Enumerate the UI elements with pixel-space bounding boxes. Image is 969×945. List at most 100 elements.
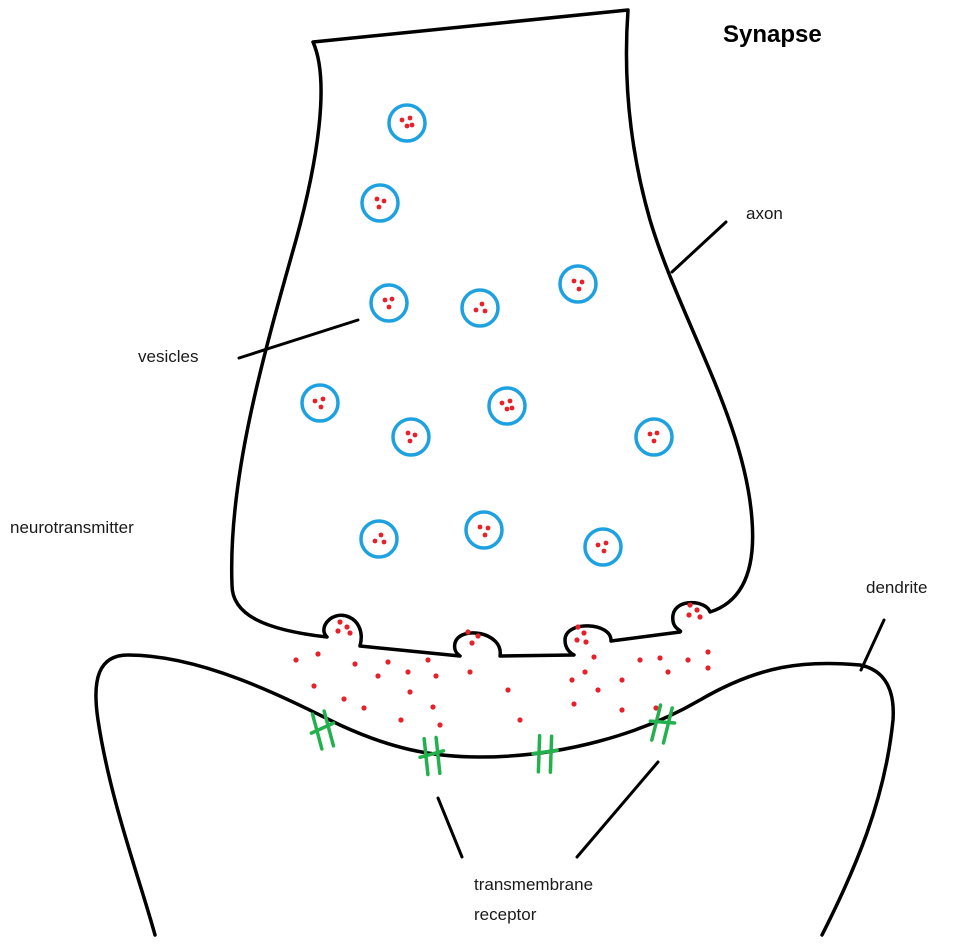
neurotransmitter-dot: [390, 297, 395, 302]
neurotransmitter-dot: [655, 431, 660, 436]
neurotransmitter-dot: [574, 637, 579, 642]
neurotransmitter-dot: [595, 687, 600, 692]
neurotransmitter-dot: [469, 640, 474, 645]
vesicle-membrane: [393, 419, 429, 455]
neurotransmitter-dot: [410, 123, 415, 128]
neurotransmitter-dot: [406, 431, 411, 436]
neurotransmitter-dot: [577, 287, 582, 292]
receptor-bar: [436, 737, 440, 773]
neurotransmitter-dot: [583, 639, 588, 644]
neurotransmitter-dot: [517, 717, 522, 722]
neurotransmitter-dot: [582, 669, 587, 674]
neurotransmitter-dot: [697, 614, 702, 619]
vesicle: [466, 512, 502, 548]
neurotransmitter-dot: [648, 432, 653, 437]
neurotransmitter-dot: [430, 704, 435, 709]
neurotransmitter-dot: [694, 607, 699, 612]
neurotransmitter-dot: [687, 602, 692, 607]
neurotransmitter-dot: [375, 673, 380, 678]
vesicle-membrane: [302, 385, 338, 421]
vesicle: [489, 388, 525, 424]
vesicle-membrane: [560, 266, 596, 302]
neurotransmitter-dot: [437, 722, 442, 727]
axon-label: axon: [746, 204, 783, 223]
neurotransmitter-dot: [377, 205, 382, 210]
neurotransmitter-dot: [480, 302, 485, 307]
receptor-bar: [550, 736, 551, 772]
neurotransmitter-dot: [475, 633, 480, 638]
vesicle: [462, 290, 498, 326]
neurotransmitter-dot: [604, 541, 609, 546]
neurotransmitter-dot: [407, 689, 412, 694]
neurotransmitter-dot: [581, 630, 586, 635]
neurotransmitter-dot: [385, 659, 390, 664]
neurotransmitter-dot: [657, 655, 662, 660]
neurotransmitter-dot: [575, 624, 580, 629]
receptor-label-line1: transmembrane: [474, 875, 593, 894]
receptor-crossbar: [533, 750, 557, 755]
neurotransmitter-dot: [508, 399, 513, 404]
vesicle-membrane: [361, 521, 397, 557]
neurotransmitter-dot: [500, 401, 505, 406]
neurotransmitter-dot: [465, 629, 470, 634]
neurotransmitter-dot: [486, 526, 491, 531]
neurotransmitter-dot: [572, 279, 577, 284]
vesicle: [362, 185, 398, 221]
neurotransmitter-dot: [335, 628, 340, 633]
vesicle-membrane: [389, 105, 425, 141]
neurotransmitter-dot: [383, 298, 388, 303]
vesicle-membrane: [585, 529, 621, 565]
neurotransmitter-dot: [313, 399, 318, 404]
neurotransmitter-dot: [483, 533, 488, 538]
neurotransmitter-dot: [347, 630, 352, 635]
vesicle-membrane: [462, 290, 498, 326]
neurotransmitter-dot: [341, 696, 346, 701]
neurotransmitter-dot: [361, 705, 366, 710]
vesicle: [585, 529, 621, 565]
neurotransmitter-dot: [293, 657, 298, 662]
vesicles-pointer-line: [239, 320, 358, 358]
neurotransmitter-dot: [580, 280, 585, 285]
neurotransmitter-dot: [425, 657, 430, 662]
neurotransmitter-dot: [375, 197, 380, 202]
neurotransmitter-dot: [379, 533, 384, 538]
neurotransmitter-dot: [619, 707, 624, 712]
neurotransmitter-dot: [665, 669, 670, 674]
vesicle-membrane: [489, 388, 525, 424]
neurotransmitter-dot: [686, 612, 691, 617]
vesicle: [389, 105, 425, 141]
vesicle: [302, 385, 338, 421]
neurotransmitter-dot: [685, 657, 690, 662]
neurotransmitter-dot: [505, 687, 510, 692]
neurotransmitter-dot: [400, 118, 405, 123]
vesicle: [361, 521, 397, 557]
neurotransmitter-dot: [510, 406, 515, 411]
receptor-label-line2: receptor: [474, 905, 537, 924]
receptors-group: [307, 704, 678, 776]
neurotransmitter-dot: [596, 543, 601, 548]
vesicle-membrane: [466, 512, 502, 548]
neurotransmitter-dot: [373, 539, 378, 544]
neurotransmitter-dot: [483, 309, 488, 314]
vesicles-group: [302, 105, 672, 565]
neurotransmitter-dot: [315, 651, 320, 656]
neurotransmitter-dot: [337, 619, 342, 624]
receptor-pointer-line-right: [577, 762, 658, 857]
neurotransmitter-dot: [344, 624, 349, 629]
neurotransmitter-dot: [405, 669, 410, 674]
neurotransmitter-dot: [591, 654, 596, 659]
neurotransmitter-dot: [398, 717, 403, 722]
neurotransmitter-dot: [619, 677, 624, 682]
vesicle-membrane: [636, 419, 672, 455]
neurotransmitter-dot: [705, 665, 710, 670]
diagram-title: Synapse: [723, 21, 822, 48]
receptor-pointer-line-left: [438, 798, 462, 857]
neurotransmitter-dot: [408, 116, 413, 121]
axon-pointer-line: [672, 222, 726, 272]
dendrite-label: dendrite: [866, 578, 927, 597]
neurotransmitter-dot: [478, 525, 483, 530]
vesicle: [636, 419, 672, 455]
neurotransmitter-dot: [311, 683, 316, 688]
neurotransmitter-dot: [705, 649, 710, 654]
